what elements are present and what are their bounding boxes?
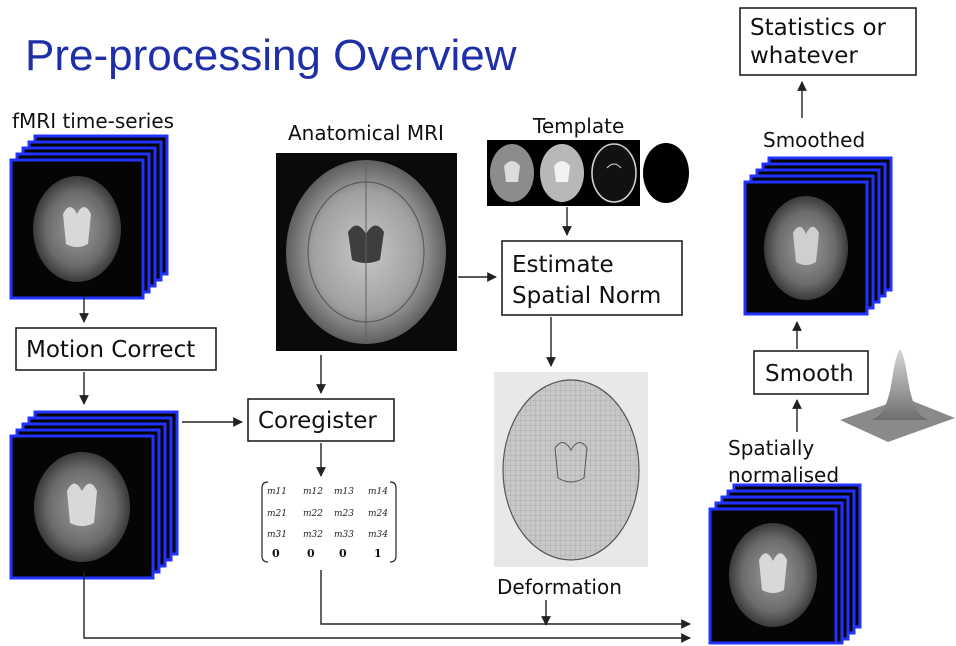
matrix-cell-43: 0 (339, 547, 347, 560)
matrix-cell-m14: m14 (368, 487, 388, 497)
normalised-stack (708, 483, 862, 645)
motion-correct-label: Motion Correct (26, 337, 195, 363)
estimate-spatial-norm-box: Estimate Spatial Norm (501, 240, 683, 316)
smoothed-stack (743, 156, 893, 316)
statistics-label-line2: whatever (750, 43, 858, 69)
coregister-label: Coregister (258, 408, 377, 434)
template-label: Template (532, 114, 624, 138)
estimate-label-line2: Spatial Norm (512, 283, 661, 309)
corrected-brain-image (34, 452, 130, 562)
matrix-cell-42: 0 (307, 547, 315, 560)
normalised-label: normalised (728, 463, 839, 487)
smoothed-brain-image (764, 196, 848, 300)
fmri-series-label: fMRI time-series (12, 109, 174, 133)
matrix-cell-m32: m32 (303, 530, 323, 540)
matrix-cell-44: 1 (374, 547, 382, 560)
motion-correct-box: Motion Correct (15, 327, 217, 371)
spatially-label: Spatially (728, 436, 814, 460)
anatomical-mri-label: Anatomical MRI (288, 121, 444, 145)
estimate-label-line1: Estimate (512, 252, 614, 278)
arrow-matrix-to-normalised (320, 570, 691, 629)
arrow-series-to-normalised (83, 572, 691, 643)
statistics-label-line1: Statistics or (750, 15, 887, 41)
smooth-label: Smooth (765, 361, 854, 387)
template-images (487, 140, 689, 206)
matrix-cell-m21: m21 (267, 509, 287, 519)
motion-corrected-stack (9, 410, 179, 580)
matrix-cell-m34: m34 (368, 530, 388, 540)
normalised-brain-image (729, 523, 817, 627)
deformation-label: Deformation (497, 575, 622, 599)
smoothed-label: Smoothed (763, 128, 865, 152)
fmri-brain-image (33, 176, 121, 282)
matrix-cell-m24: m24 (368, 509, 388, 519)
transformation-matrix: m11 m12 m13 m14 m21 m22 m23 m24 m31 m32 … (261, 481, 397, 563)
gaussian-kernel-icon (840, 350, 955, 442)
matrix-cell-m12: m12 (303, 487, 323, 497)
matrix-cell-m13: m13 (334, 487, 354, 497)
matrix-cell-41: 0 (272, 547, 280, 560)
matrix-cell-m33: m33 (334, 530, 354, 540)
matrix-cell-m22: m22 (303, 509, 323, 519)
matrix-cell-m11: m11 (267, 487, 287, 497)
statistics-box: Statistics or whatever (739, 7, 917, 76)
matrix-cell-m31: m31 (267, 530, 287, 540)
smooth-box: Smooth (753, 350, 869, 395)
deformation-field-image (494, 372, 648, 567)
matrix-cell-m23: m23 (334, 509, 354, 519)
anatomical-mri-image (276, 153, 457, 351)
page-title: Pre-processing Overview (25, 31, 517, 80)
flow-arrows (79, 81, 807, 643)
fmri-series-stack (9, 134, 169, 300)
coregister-box: Coregister (247, 398, 395, 442)
